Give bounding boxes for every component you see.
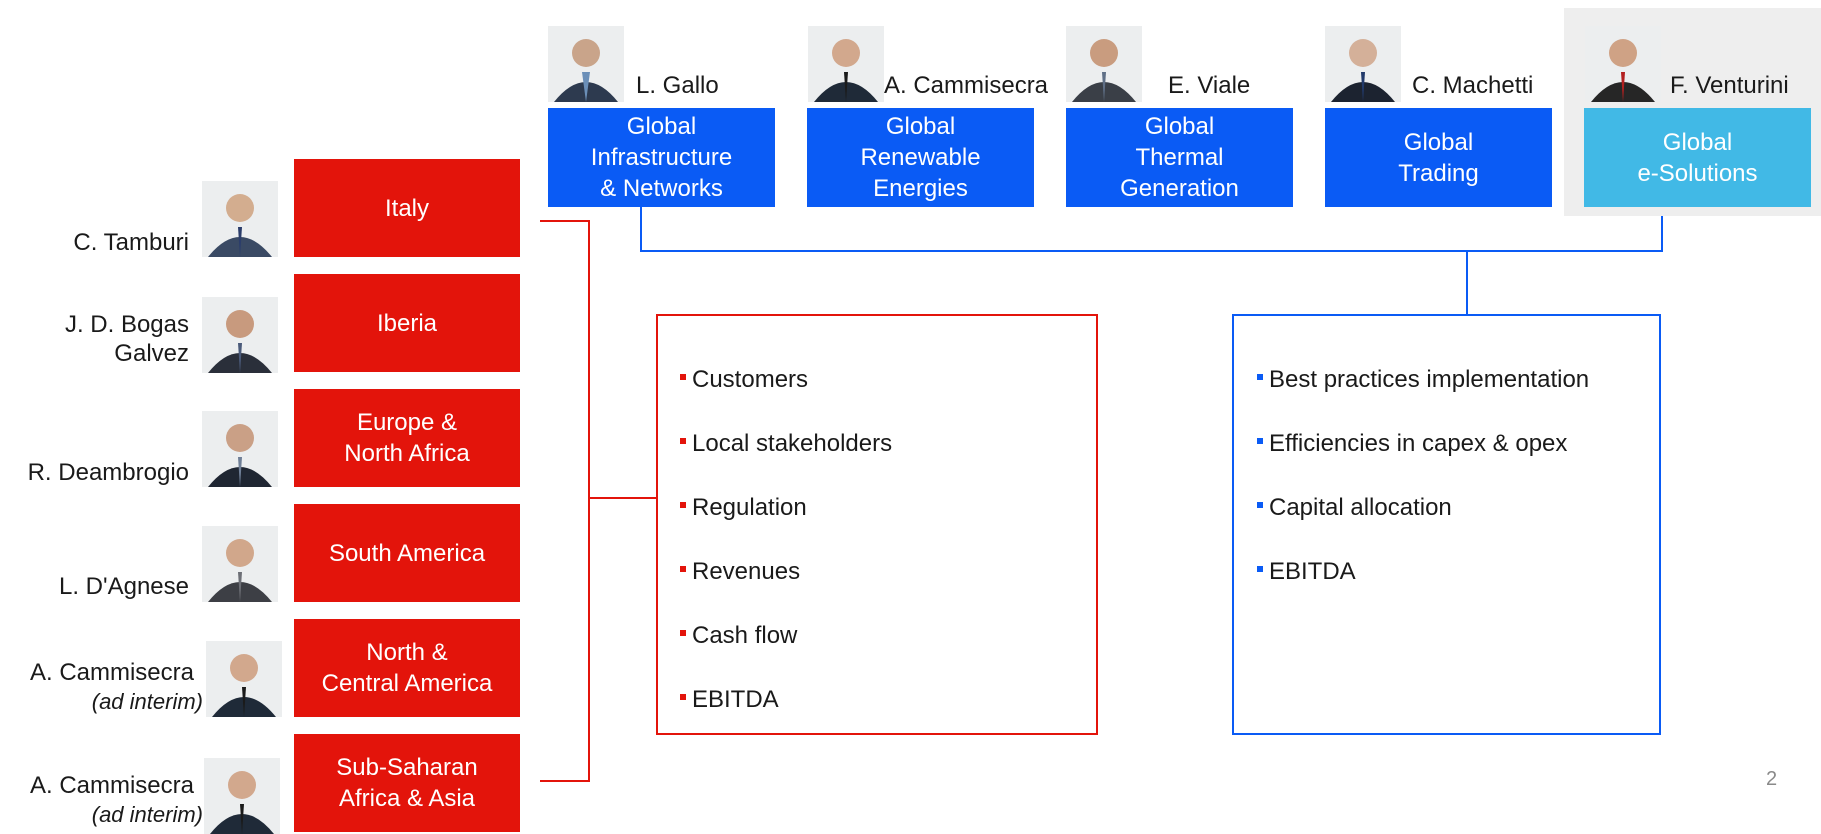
person-photo-icon: [202, 526, 278, 602]
person-photo-icon: [1585, 26, 1661, 102]
person-photo-icon: [206, 641, 282, 717]
global-responsibility-item: EBITDA: [1257, 558, 1356, 586]
square-bullet-icon: [680, 437, 686, 444]
square-bullet-icon: [680, 693, 686, 700]
person-photo-icon: [202, 181, 278, 257]
global-head-name: L. Gallo: [636, 72, 719, 99]
global-line-box: Global Trading: [1325, 108, 1552, 207]
person-photo-icon: [204, 758, 280, 834]
square-bullet-icon: [1257, 437, 1263, 444]
global-head-name: F. Venturini: [1670, 72, 1789, 99]
region-head-name: C. Tamburi: [73, 229, 189, 256]
square-bullet-icon: [1257, 501, 1263, 508]
ad-interim-note: (ad interim): [91, 689, 203, 714]
regional-responsibility-item: Cash flow: [680, 622, 797, 650]
square-bullet-icon: [680, 501, 686, 508]
person-photo-icon: [1066, 26, 1142, 102]
regional-responsibility-item: EBITDA: [680, 686, 779, 714]
global-responsibility-item: Best practices implementation: [1257, 366, 1589, 394]
region-head-name: A. Cammisecra: [29, 659, 194, 686]
square-bullet-icon: [1257, 565, 1263, 572]
square-bullet-icon: [680, 629, 686, 636]
page-number: 2: [1766, 768, 1778, 790]
square-bullet-icon: [680, 373, 686, 380]
regional-responsibility-item: Local stakeholders: [680, 430, 892, 458]
blue-connector: [1661, 216, 1663, 252]
region-head-name: R. Deambrogio: [27, 459, 189, 486]
square-bullet-icon: [680, 565, 686, 572]
square-bullet-icon: [1257, 373, 1263, 380]
regional-responsibilities-box: [656, 314, 1098, 735]
global-line-box: Global Thermal Generation: [1066, 108, 1293, 207]
ad-interim-note: (ad interim): [91, 802, 203, 827]
global-line-box: Global e-Solutions: [1584, 108, 1811, 207]
blue-connector: [640, 250, 1663, 252]
global-responsibility-item: Efficiencies in capex & opex: [1257, 430, 1567, 458]
person-photo-icon: [1325, 26, 1401, 102]
region-box: Italy: [294, 159, 520, 257]
global-responsibility-item: Capital allocation: [1257, 494, 1452, 522]
regional-responsibility-item: Regulation: [680, 494, 807, 522]
global-head-name: E. Viale: [1168, 72, 1251, 99]
person-photo-icon: [548, 26, 624, 102]
red-connector: [588, 497, 656, 499]
region-box: South America: [294, 504, 520, 602]
global-head-name: A. Cammisecra: [884, 72, 1049, 99]
red-connector: [540, 780, 590, 782]
blue-connector: [640, 207, 642, 252]
person-photo-icon: [202, 411, 278, 487]
regional-responsibility-item: Customers: [680, 366, 808, 394]
region-box: North & Central America: [294, 619, 520, 717]
person-photo-icon: [808, 26, 884, 102]
global-line-box: Global Renewable Energies: [807, 108, 1034, 207]
blue-connector: [1466, 250, 1468, 316]
person-photo-icon: [202, 297, 278, 373]
region-box: Sub-Saharan Africa & Asia: [294, 734, 520, 832]
global-line-box: Global Infrastructure & Networks: [548, 108, 775, 207]
region-head-name: A. Cammisecra: [29, 772, 194, 799]
region-box: Europe & North Africa: [294, 389, 520, 487]
region-box: Iberia: [294, 274, 520, 372]
global-responsibilities-box: [1232, 314, 1661, 735]
red-connector: [588, 220, 590, 782]
global-head-name: C. Machetti: [1412, 72, 1534, 99]
regional-responsibility-item: Revenues: [680, 558, 800, 586]
region-head-name: L. D'Agnese: [59, 573, 189, 600]
region-head-name: J. D. Bogas Galvez: [64, 311, 189, 367]
red-connector: [540, 220, 590, 222]
